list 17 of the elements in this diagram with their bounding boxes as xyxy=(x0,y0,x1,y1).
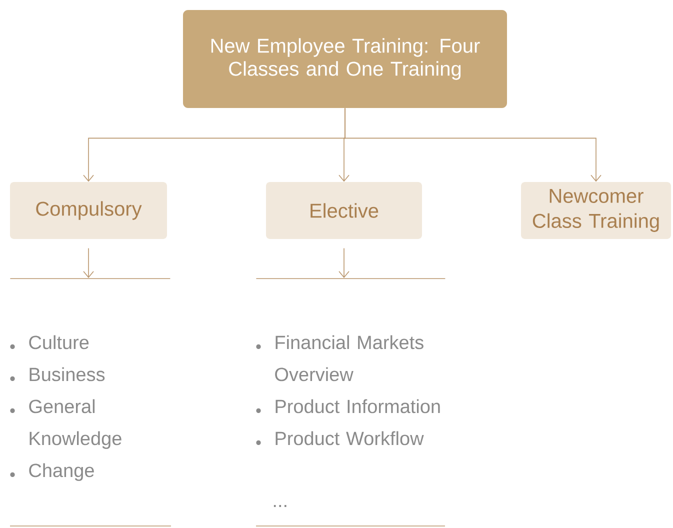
title-box: New Employee Training: Four Classes and One Training xyxy=(183,10,507,108)
node-label: Financial Markets Overview xyxy=(275,335,424,382)
node-label: Change xyxy=(29,463,94,481)
arrow xyxy=(338,248,350,278)
arrow xyxy=(83,248,94,278)
node-label: Product Information xyxy=(276,399,440,414)
bullet-list: Culture Business General Knowledge Change xyxy=(10,278,171,481)
ellipsis-text: ... xyxy=(274,504,286,507)
node-label: General Knowledge xyxy=(29,399,122,449)
bullet-list: Financial Markets Overview Product Information Product Workflow xyxy=(256,278,446,446)
node-label: Culture xyxy=(29,335,89,350)
category-box: Elective xyxy=(266,182,422,239)
category-box: Compulsory xyxy=(10,182,167,239)
node-label: Business xyxy=(30,367,105,382)
node-label: Product Workflow xyxy=(276,431,424,446)
arrow xyxy=(344,108,602,182)
category-box: Newcomer Class Training xyxy=(521,182,671,239)
